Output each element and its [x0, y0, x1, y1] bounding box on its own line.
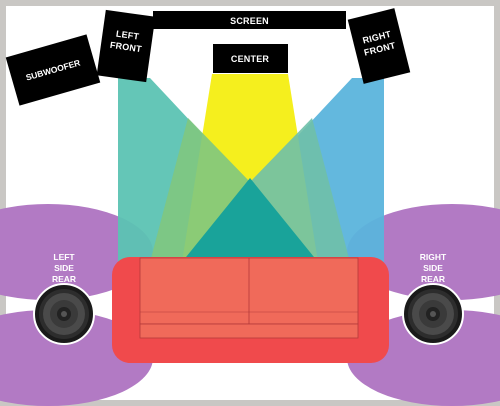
round-speaker-icon: [33, 283, 95, 345]
screen-label: SCREEN: [230, 16, 269, 26]
left-front-beam: [118, 78, 150, 300]
subwoofer: SUBWOOFER: [5, 34, 101, 106]
right-front-speaker: RIGHT FRONT: [347, 8, 411, 84]
right-side-rear-label-line2: SIDE: [423, 263, 443, 273]
center-speaker: [213, 44, 288, 73]
center-label: CENTER: [231, 54, 270, 64]
left-side-rear-speaker: LEFT SIDE REAR: [33, 252, 95, 345]
right-front-box: [347, 8, 411, 84]
round-speaker-icon: [402, 283, 464, 345]
left-side-rear-label-line3: REAR: [52, 274, 76, 284]
front-beams: [118, 74, 384, 300]
left-front-label-line1: LEFT: [115, 29, 140, 42]
screen: [153, 11, 346, 29]
left-front-speaker: LEFT FRONT: [96, 9, 156, 83]
subwoofer-box: [5, 34, 101, 106]
left-side-rear-label-line1: LEFT: [53, 252, 75, 262]
overlap-center-teal: [182, 178, 318, 262]
left-front-box: [96, 9, 156, 83]
sofa-seat: [139, 323, 359, 339]
right-side-rear-label-line1: RIGHT: [420, 252, 447, 262]
overlap-left-center: [150, 118, 250, 262]
right-front-beam: [352, 78, 384, 300]
right-side-rear-speaker: RIGHT SIDE REAR: [402, 252, 464, 345]
overlap-right-center: [250, 118, 350, 262]
sofa: [112, 257, 389, 363]
right-side-rear-label-line3: REAR: [421, 274, 445, 284]
left-side-rear-label-line2: SIDE: [54, 263, 74, 273]
left-front-label-line2: FRONT: [109, 40, 142, 54]
